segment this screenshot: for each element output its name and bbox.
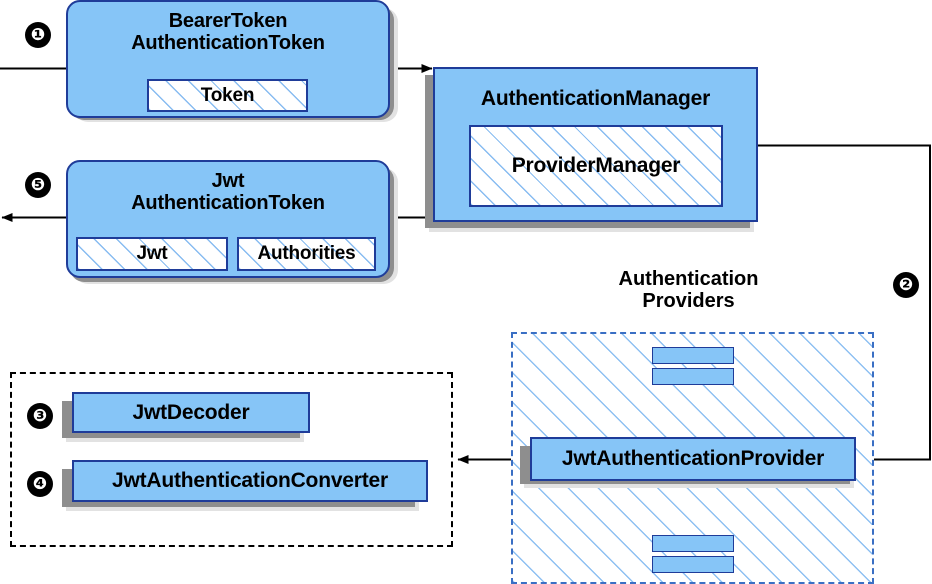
step-marker-2: ❷ <box>893 272 919 298</box>
inner-box-provider-manager-label: ProviderManager <box>511 154 681 177</box>
inner-box-authorities-label: Authorities <box>257 243 356 264</box>
step-marker-5: ❺ <box>25 172 51 198</box>
node-bearer-token-authentication-token[interactable]: BearerToken AuthenticationToken <box>66 0 390 118</box>
authentication-providers-caption: Authentication Providers <box>561 268 816 313</box>
inner-box-authorities[interactable]: Authorities <box>237 237 376 271</box>
jwt-token-title-line1: Jwt <box>211 170 245 192</box>
authentication-providers-caption-line2: Providers <box>642 290 735 313</box>
bearer-token-title-line2: AuthenticationToken <box>131 32 325 55</box>
provider-placeholder-bar-1 <box>652 347 734 364</box>
step-marker-4: ❹ <box>27 471 53 497</box>
jwt-token-title: Jwt AuthenticationToken <box>131 170 325 215</box>
provider-placeholder-bar-3 <box>652 535 734 552</box>
jwt-authentication-converter-label: JwtAuthenticationConverter <box>112 469 388 493</box>
bearer-token-title-line1: BearerToken <box>168 10 288 32</box>
provider-placeholder-bar-2 <box>652 368 734 385</box>
authentication-providers-caption-line1: Authentication <box>618 268 759 290</box>
node-jwt-authentication-provider[interactable]: JwtAuthenticationProvider <box>530 437 856 481</box>
jwt-decoder-label: JwtDecoder <box>132 400 250 424</box>
step-marker-1: ❶ <box>25 22 51 48</box>
arrow-manager-to-provider <box>757 144 931 464</box>
jwt-token-title-line2: AuthenticationToken <box>131 192 325 215</box>
node-jwt-authentication-converter[interactable]: JwtAuthenticationConverter <box>72 460 428 502</box>
authentication-manager-title: AuthenticationManager <box>480 87 711 110</box>
inner-box-provider-manager[interactable]: ProviderManager <box>469 125 723 207</box>
bearer-token-title: BearerToken AuthenticationToken <box>131 10 325 55</box>
inner-box-token[interactable]: Token <box>147 79 308 112</box>
jwt-support-region <box>10 372 453 547</box>
inner-box-token-label: Token <box>200 84 255 106</box>
node-jwt-decoder[interactable]: JwtDecoder <box>72 392 310 433</box>
provider-placeholder-bar-4 <box>652 556 734 573</box>
step-marker-3: ❸ <box>27 403 53 429</box>
inner-box-jwt[interactable]: Jwt <box>76 237 228 271</box>
jwt-authentication-provider-label: JwtAuthenticationProvider <box>561 447 825 471</box>
inner-box-jwt-label: Jwt <box>136 243 168 264</box>
